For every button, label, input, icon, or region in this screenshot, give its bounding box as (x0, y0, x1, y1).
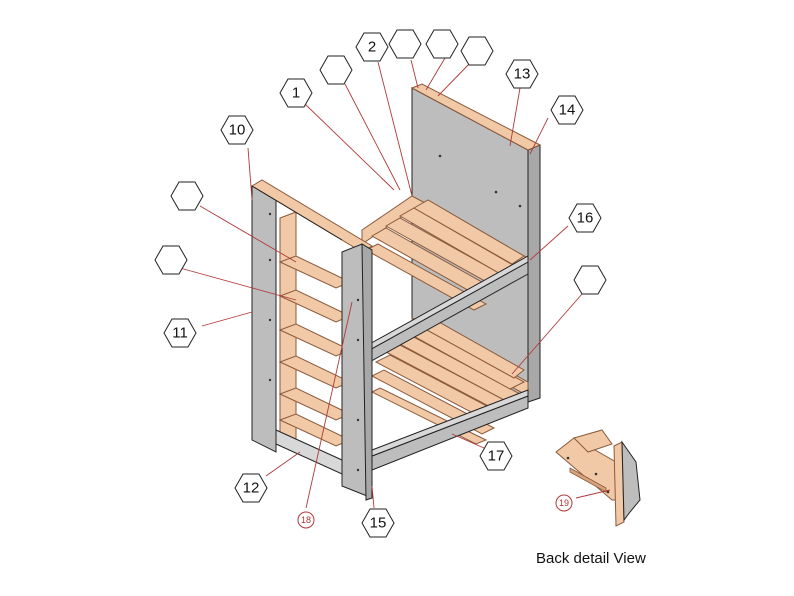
callout-1: 1 (279, 78, 313, 108)
callout-16: 16 (568, 203, 602, 233)
callout-14: 14 (550, 95, 584, 125)
callout-label: 10 (229, 122, 246, 139)
callout-label: 2 (368, 39, 376, 56)
callout-label: 13 (514, 66, 531, 83)
upper-slats (364, 199, 525, 311)
detail-caption: Back detail View (536, 550, 646, 567)
lower-slats (370, 316, 526, 445)
callout-17: 17 (479, 441, 513, 471)
callout-blank (154, 245, 188, 275)
callout-label: 18 (301, 515, 311, 525)
callout-blank (573, 265, 607, 295)
callout-blank (425, 29, 459, 59)
callout-label: 17 (488, 448, 505, 465)
callout-19: 19 (555, 494, 573, 512)
callout-label: 12 (243, 480, 260, 497)
callout-label: 19 (559, 498, 569, 508)
callout-label: 1 (292, 85, 300, 102)
upper-bunk (361, 195, 529, 365)
callout-blank (170, 181, 204, 211)
ladder-rungs (278, 255, 352, 447)
lower-bunk (370, 316, 529, 471)
callout-2: 2 (355, 32, 389, 62)
callout-11: 11 (163, 318, 197, 348)
callout-label: 15 (370, 515, 387, 532)
callout-blank (388, 29, 422, 59)
callout-10: 10 (220, 115, 254, 145)
back-detail-view (555, 429, 641, 527)
callout-18: 18 (297, 511, 315, 529)
callout-blank (319, 55, 353, 85)
callouts: 1 2 10 11 12 (154, 29, 607, 538)
leader-lines (179, 57, 611, 509)
end-frame (251, 179, 373, 501)
callout-label: 11 (172, 325, 188, 342)
callout-label: 14 (559, 102, 576, 119)
callout-13: 13 (505, 59, 539, 89)
callout-blank (460, 36, 494, 66)
callout-label: 16 (577, 210, 594, 227)
callout-15: 15 (361, 508, 395, 538)
callout-12: 12 (234, 473, 268, 503)
